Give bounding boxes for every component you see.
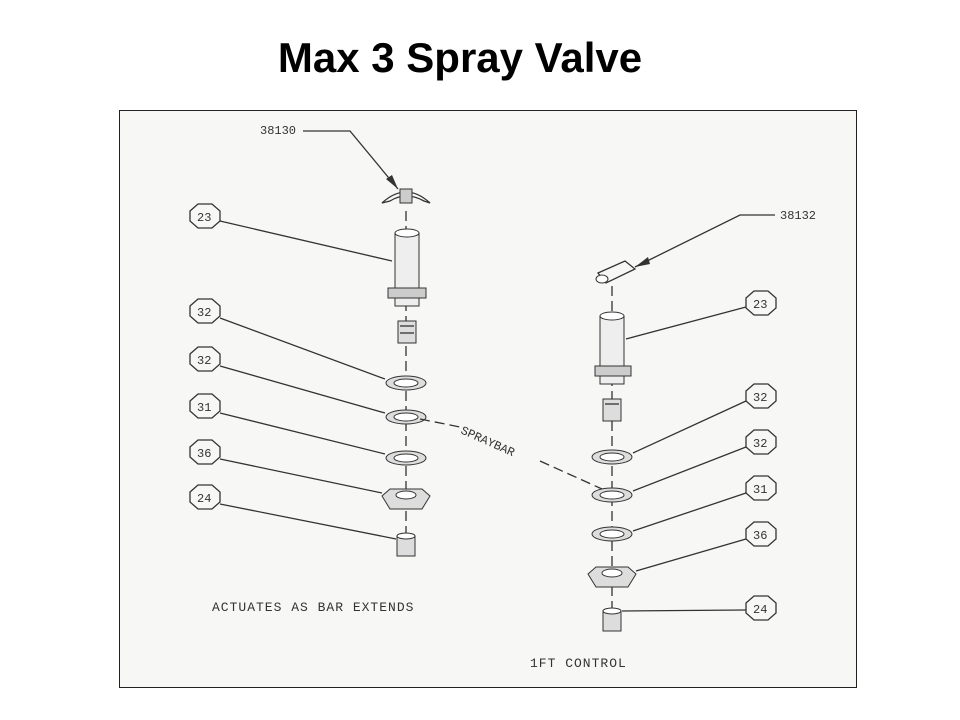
label-38132: 38132 xyxy=(634,209,816,268)
tip-24-left xyxy=(396,532,416,557)
svg-text:23: 23 xyxy=(753,298,767,312)
diagram-frame: 38130 23 32 32 31 36 xyxy=(119,110,857,688)
callout-31-left: 31 xyxy=(189,393,386,455)
page-title: Max 3 Spray Valve xyxy=(277,34,643,81)
callout-32-right-mid: 32 xyxy=(632,429,777,492)
washer-32-right-mid xyxy=(591,487,633,503)
label-38130: 38130 xyxy=(260,124,399,190)
callout-23-left: 23 xyxy=(189,203,393,262)
callout-32-left-mid: 32 xyxy=(189,346,386,414)
svg-text:32: 32 xyxy=(197,306,211,320)
nut-36-right xyxy=(587,566,637,588)
tip-24-right xyxy=(602,607,622,632)
note-control: 1FT CONTROL xyxy=(530,656,627,671)
svg-text:38132: 38132 xyxy=(780,209,816,223)
right-assembly: 38132 23 32 32 31 36 xyxy=(587,209,816,632)
callout-36-left: 36 xyxy=(189,439,383,494)
left-assembly: 38130 23 32 32 31 36 xyxy=(189,124,431,557)
svg-text:32: 32 xyxy=(753,391,767,405)
svg-text:36: 36 xyxy=(197,447,211,461)
washer-32-right-top xyxy=(591,449,633,465)
spraybar: SPRAYBAR xyxy=(419,418,603,490)
callout-23-right: 23 xyxy=(625,290,777,340)
washer-31-left xyxy=(385,450,427,466)
svg-text:31: 31 xyxy=(197,401,211,415)
part-23-right xyxy=(594,311,632,422)
part-38130 xyxy=(381,188,431,204)
callout-31-right: 31 xyxy=(632,475,777,532)
svg-text:24: 24 xyxy=(197,492,211,506)
callout-32-left-top: 32 xyxy=(189,298,386,380)
svg-text:36: 36 xyxy=(753,529,767,543)
washer-31-right xyxy=(591,526,633,542)
part-38132 xyxy=(595,260,637,284)
svg-text:23: 23 xyxy=(197,211,211,225)
callout-24-right: 24 xyxy=(621,595,777,621)
spraybar-label: SPRAYBAR xyxy=(458,424,516,460)
svg-text:31: 31 xyxy=(753,483,767,497)
exploded-view-diagram: 38130 23 32 32 31 36 xyxy=(189,124,816,671)
washer-32-left-mid xyxy=(385,409,427,425)
part-23-left xyxy=(387,228,427,344)
callout-32-right-top: 32 xyxy=(632,383,777,454)
svg-text:24: 24 xyxy=(753,603,767,617)
callout-36-right: 36 xyxy=(635,521,777,572)
callout-24-left: 24 xyxy=(189,484,397,540)
nut-36-left xyxy=(381,488,431,510)
svg-text:32: 32 xyxy=(197,354,211,368)
svg-text:32: 32 xyxy=(753,437,767,451)
svg-text:38130: 38130 xyxy=(260,124,296,138)
washer-32-left-top xyxy=(385,375,427,391)
note-actuates: ACTUATES AS BAR EXTENDS xyxy=(212,600,414,615)
